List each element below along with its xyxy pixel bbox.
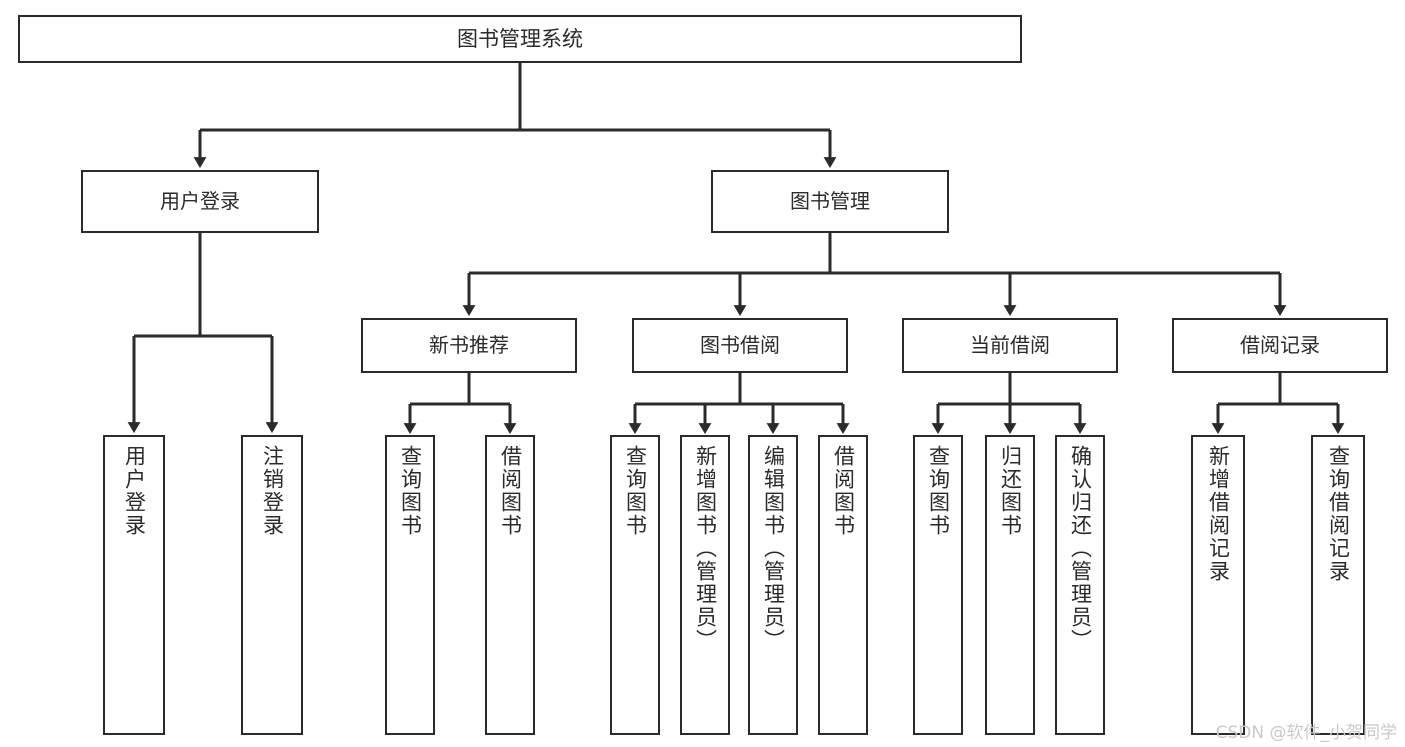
- node-current-borrow-label: 当前借阅: [970, 333, 1050, 357]
- node-user-login-label: 用户登录: [160, 189, 240, 213]
- node-borrow-record[interactable]: 借阅记录: [1172, 318, 1388, 373]
- leaf-user-login-label: 用户登录: [122, 445, 147, 537]
- leaf-search-book-borrow-label: 查询图书: [623, 445, 648, 537]
- leaf-borrow-book-recommend-label: 借阅图书: [498, 445, 523, 537]
- node-root[interactable]: 图书管理系统: [18, 15, 1022, 63]
- leaf-borrow-book-label: 借阅图书: [831, 445, 856, 537]
- leaf-search-book-current[interactable]: 查询图书: [913, 435, 963, 735]
- node-borrow-record-label: 借阅记录: [1240, 333, 1320, 357]
- leaf-add-book-admin[interactable]: 新增图书（管理员）: [680, 435, 730, 735]
- leaf-edit-book-admin[interactable]: 编辑图书（管理员）: [748, 435, 798, 735]
- leaf-search-book-current-label: 查询图书: [926, 445, 951, 537]
- leaf-confirm-return-admin[interactable]: 确认归还（管理员）: [1055, 435, 1105, 735]
- leaf-search-borrow-record-label: 查询借阅记录: [1326, 445, 1351, 583]
- node-current-borrow[interactable]: 当前借阅: [902, 318, 1118, 373]
- leaf-search-book-recommend[interactable]: 查询图书: [385, 435, 435, 735]
- node-new-book-recommend-label: 新书推荐: [429, 333, 509, 357]
- leaf-logout-label: 注销登录: [260, 445, 285, 537]
- leaf-edit-book-admin-label: 编辑图书（管理员）: [761, 445, 786, 652]
- leaf-return-book[interactable]: 归还图书: [985, 435, 1035, 735]
- node-user-login[interactable]: 用户登录: [81, 170, 319, 233]
- leaf-logout[interactable]: 注销登录: [241, 435, 303, 735]
- leaf-search-borrow-record[interactable]: 查询借阅记录: [1311, 435, 1365, 735]
- leaf-add-borrow-record[interactable]: 新增借阅记录: [1191, 435, 1245, 735]
- leaf-add-borrow-record-label: 新增借阅记录: [1206, 445, 1231, 583]
- node-root-label: 图书管理系统: [457, 26, 583, 51]
- node-book-management-label: 图书管理: [790, 189, 870, 213]
- leaf-confirm-return-admin-label: 确认归还（管理员）: [1068, 445, 1093, 652]
- leaf-search-book-borrow[interactable]: 查询图书: [610, 435, 660, 735]
- node-new-book-recommend[interactable]: 新书推荐: [361, 318, 577, 373]
- leaf-return-book-label: 归还图书: [998, 445, 1023, 537]
- node-book-borrow[interactable]: 图书借阅: [632, 318, 848, 373]
- leaf-borrow-book-recommend[interactable]: 借阅图书: [485, 435, 535, 735]
- node-book-borrow-label: 图书借阅: [700, 333, 780, 357]
- node-book-management[interactable]: 图书管理: [711, 170, 949, 233]
- leaf-search-book-recommend-label: 查询图书: [398, 445, 423, 537]
- leaf-user-login[interactable]: 用户登录: [103, 435, 165, 735]
- leaf-add-book-admin-label: 新增图书（管理员）: [693, 445, 718, 652]
- leaf-borrow-book[interactable]: 借阅图书: [818, 435, 868, 735]
